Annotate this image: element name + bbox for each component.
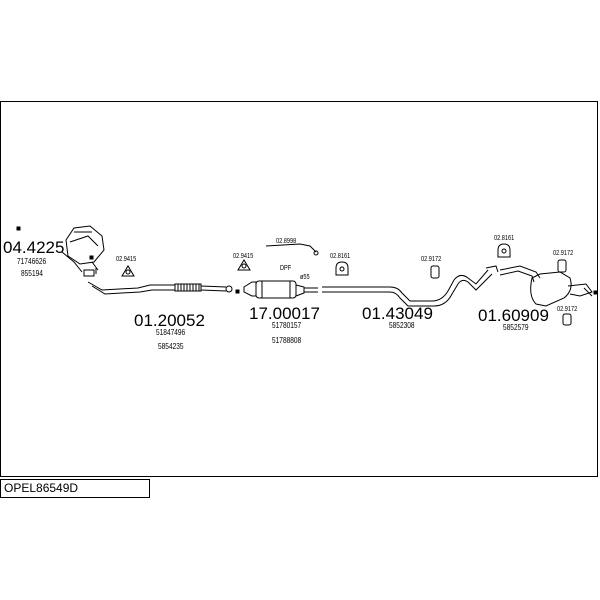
part-number-front-pipe: 01.20052 bbox=[134, 311, 205, 330]
dpf-annotation: DPF bbox=[280, 265, 292, 272]
fitting-label-1: 02.9415 bbox=[116, 256, 137, 263]
part-ref-rear-silencer-1: 5852579 bbox=[503, 323, 529, 332]
diagram-frame bbox=[0, 101, 598, 477]
part-ref-dpf-2: 51788808 bbox=[272, 336, 302, 345]
diameter-annotation: ø55 bbox=[300, 274, 310, 281]
part-ref-front-pipe-2: 5854235 bbox=[158, 342, 184, 351]
fittings-drawing bbox=[121, 243, 572, 326]
fitting-label-7: 02.9172 bbox=[553, 250, 574, 257]
catalytic-converter-drawing bbox=[61, 225, 105, 277]
part-number-rear-silencer: 01.60909 bbox=[478, 306, 549, 325]
connector-marks bbox=[16, 226, 598, 295]
part-number-centre-pipe: 01.43049 bbox=[362, 304, 433, 323]
assembly-code: OPEL86549D bbox=[0, 479, 150, 498]
part-ref-centre-pipe-1: 5852308 bbox=[389, 321, 415, 330]
part-ref-dpf-1: 51780157 bbox=[272, 321, 302, 330]
fitting-label-2: 02.9415 bbox=[233, 253, 254, 260]
part-number-catalyst: 04.4225 bbox=[3, 238, 65, 257]
rear-silencer-drawing bbox=[499, 265, 593, 307]
centre-pipe-drawing bbox=[322, 265, 499, 307]
fitting-label-4: 02.8161 bbox=[330, 253, 351, 260]
part-ref-catalyst-1: 71746626 bbox=[17, 257, 47, 266]
part-ref-front-pipe-1: 51847496 bbox=[156, 328, 186, 337]
fitting-label-6: 02.8161 bbox=[494, 235, 515, 242]
front-pipe-drawing bbox=[87, 281, 233, 295]
part-number-dpf: 17.00017 bbox=[249, 304, 320, 323]
dpf-drawing bbox=[243, 243, 319, 299]
part-ref-catalyst-2: 855194 bbox=[21, 269, 43, 278]
fitting-label-5: 02.9172 bbox=[421, 256, 442, 263]
fitting-label-8: 02.9172 bbox=[557, 306, 578, 313]
fitting-label-3: 02.8998 bbox=[276, 238, 297, 245]
